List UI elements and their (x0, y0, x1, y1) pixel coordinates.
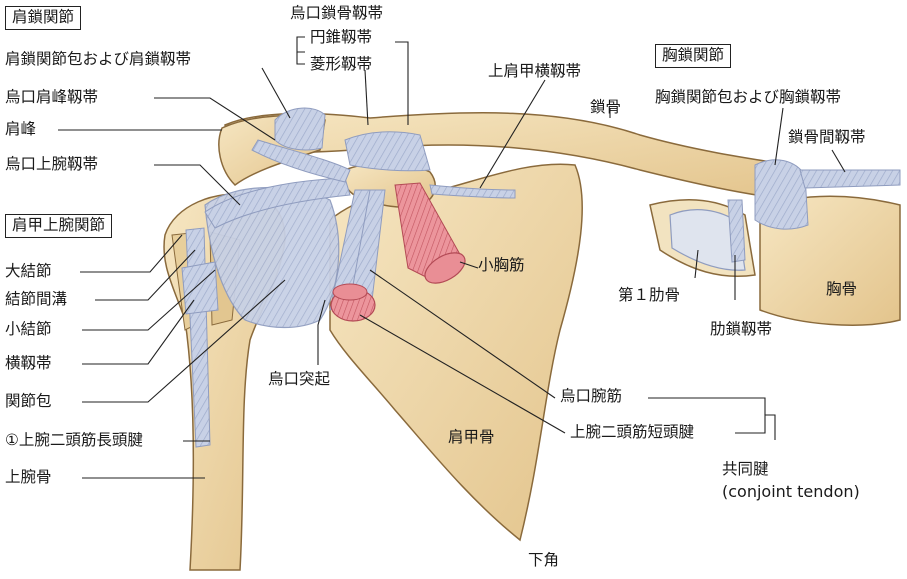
label-greater-tubercle: 大結節 (5, 264, 52, 280)
label-intertubercular-groove: 結節間溝 (5, 292, 67, 308)
label-humerus: 上腕骨 (5, 470, 52, 486)
label-lesser-tubercle: 小結節 (5, 322, 52, 338)
label-coracohumeral-ligament: 烏口上腕靱帯 (5, 157, 98, 173)
label-trapezoid-ligament: 菱形靱帯 (310, 57, 372, 73)
label-glenohumeral-joint: 肩甲上腕関節 (5, 214, 112, 238)
label-conoid-ligament: 円錐靱帯 (310, 30, 372, 46)
label-conjoint-tendon: 共同腱 (722, 462, 769, 478)
label-costoclavicular-ligament: 肋鎖靱帯 (710, 322, 772, 338)
label-acromioclavicular-joint: 肩鎖関節 (5, 6, 81, 30)
label-coracoacromial-ligament: 烏口肩峰靱帯 (5, 90, 98, 106)
label-inferior-angle: 下角 (528, 553, 559, 569)
label-interclavicular-ligament: 鎖骨間靱帯 (788, 130, 866, 146)
label-ac-capsule-ligament: 肩鎖関節包および肩鎖靱帯 (5, 52, 191, 68)
label-coracoid-process: 烏口突起 (268, 372, 330, 388)
label-clavicle: 鎖骨 (590, 100, 621, 116)
label-superior-transverse-scapular-ligament: 上肩甲横靱帯 (488, 64, 581, 80)
label-transverse-ligament: 横靱帯 (5, 356, 52, 372)
label-coracoclavicular-ligament: 烏口鎖骨靱帯 (290, 6, 383, 22)
label-scapula: 肩甲骨 (448, 430, 495, 446)
label-acromion: 肩峰 (5, 122, 36, 138)
label-sc-capsule-ligament: 胸鎖関節包および胸鎖靱帯 (655, 90, 841, 106)
label-first-rib: 第１肋骨 (618, 288, 680, 304)
label-joint-capsule: 関節包 (5, 394, 52, 410)
label-biceps-short-head: 上腕二頭筋短頭腱 (570, 425, 694, 441)
label-sternoclavicular-joint: 胸鎖関節 (655, 44, 731, 68)
label-conjoint-tendon-en: (conjoint tendon) (722, 484, 860, 500)
label-pectoralis-minor: 小胸筋 (478, 258, 525, 274)
label-coracobrachialis: 烏口腕筋 (560, 389, 622, 405)
label-sternum: 胸骨 (826, 282, 857, 298)
label-biceps-long-head: ①上腕二頭筋長頭腱 (5, 433, 143, 449)
